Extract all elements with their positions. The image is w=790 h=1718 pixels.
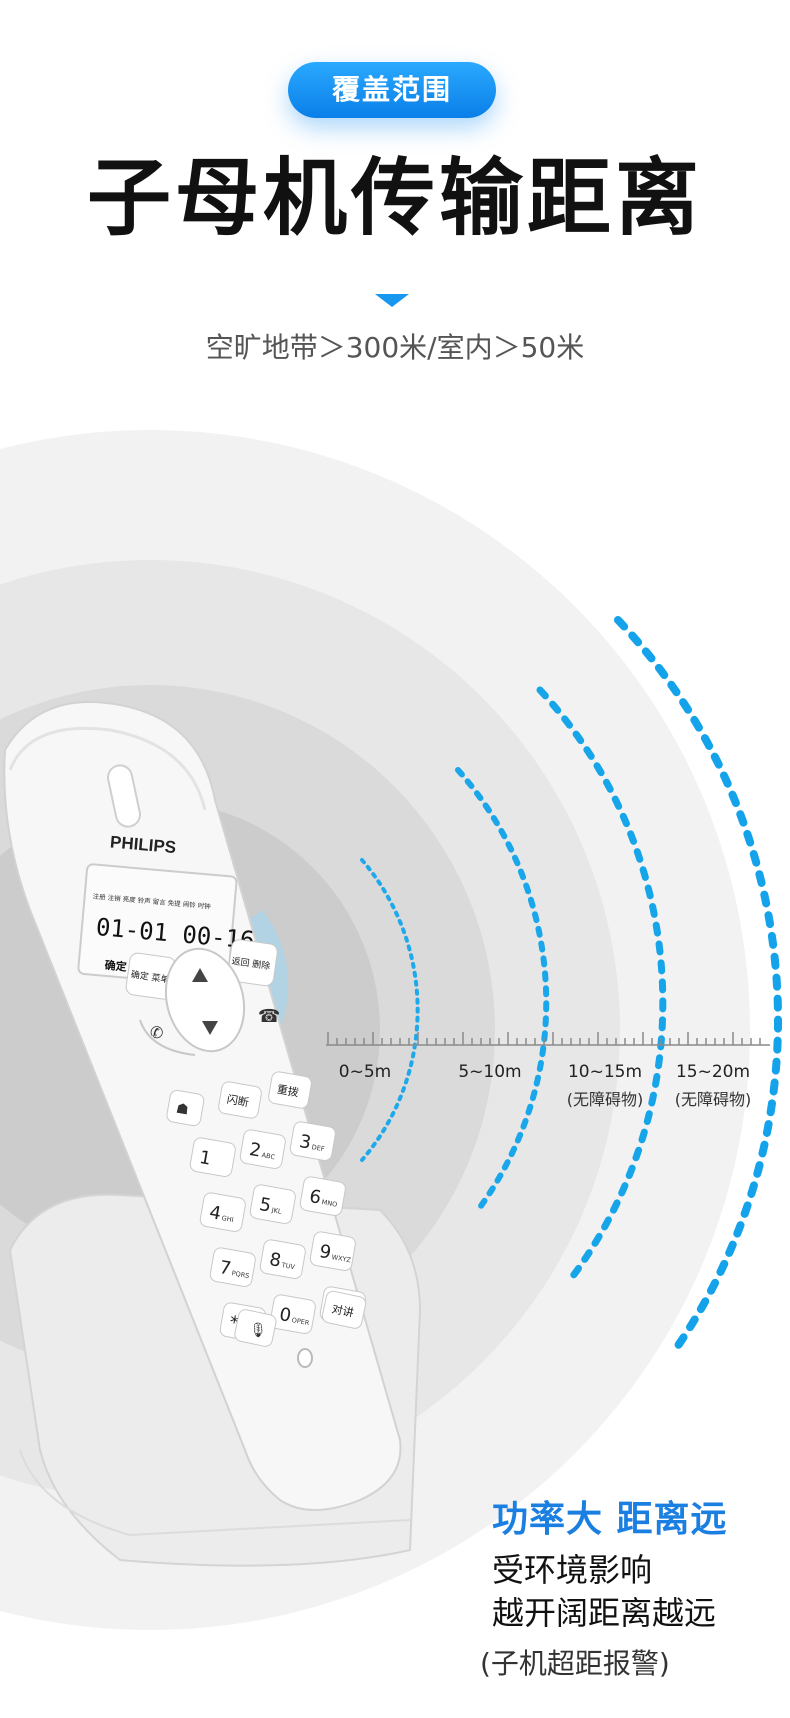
keypad-digit: 1 <box>198 1147 213 1170</box>
hangup-icon: ☎ <box>258 1006 280 1027</box>
keypad-digit: 9 <box>318 1241 333 1264</box>
range-label-15-20: 15~20m (无障碍物) <box>674 1062 752 1109</box>
signal-wave-3 <box>536 686 667 1284</box>
softkey-ok-menu: 确定 菜单 <box>125 952 177 1000</box>
nav-ring <box>164 947 246 1053</box>
keypad-letters: WXYZ <box>331 1253 352 1264</box>
keypad-digit: 7 <box>218 1257 233 1280</box>
key-phonebook: ☗ <box>166 1089 205 1127</box>
coverage-badge: 覆盖范围 <box>288 62 496 118</box>
signal-wave-4 <box>614 616 782 1354</box>
earpiece <box>107 764 141 828</box>
feature-headline: 功率大 距离远 <box>492 1499 728 1540</box>
microphone <box>297 1348 313 1368</box>
keypad-digit: 6 <box>308 1186 323 1209</box>
keypad-letters: TUV <box>280 1261 296 1271</box>
keypad-digit: 4 <box>208 1202 223 1225</box>
softkey-back-delete: 返回 删除 <box>227 939 278 987</box>
keypad-digit: 2 <box>248 1139 263 1162</box>
page-subtitle: 空旷地带＞300米/室内＞50米 <box>205 331 585 364</box>
keypad-letters: PQRS <box>231 1269 250 1280</box>
keypad-key-1: 1 <box>189 1137 236 1177</box>
range-label-10-15: 10~15m (无障碍物) <box>566 1062 644 1109</box>
keypad-letters: ABC <box>261 1151 276 1161</box>
feature-line-2: 越开阔距离越远 <box>492 1594 717 1632</box>
nav-up-icon <box>192 968 208 982</box>
range-label-5-10: 5~10m <box>458 1062 522 1082</box>
nav-down-icon <box>202 1021 218 1035</box>
key-flash: 闪断 <box>218 1081 262 1119</box>
screen-left-softkey: 确定 <box>104 958 127 974</box>
keypad-digit: 8 <box>268 1249 283 1272</box>
range-label-0-5: 0~5m <box>338 1062 392 1082</box>
feature-line-3: (子机超距报警) <box>480 1647 670 1680</box>
keypad-letters: MNO <box>321 1198 338 1209</box>
signal-wave-1 <box>360 858 420 1162</box>
key-mute: 🎙 <box>234 1309 277 1347</box>
key-redial: 重拨 <box>268 1071 312 1109</box>
svg-text:☗: ☗ <box>175 1101 190 1119</box>
feature-line-1: 受环境影响 <box>492 1551 653 1589</box>
keypad-letters: JKL <box>270 1206 282 1216</box>
key-intercom: 对讲 <box>321 1290 367 1329</box>
cordless-phone-illustration: PHILIPS 注册 注销 亮度 铃声 留言 免提 闹铃 时钟 01-01 00… <box>3 701 422 1567</box>
keypad-letters: OPER <box>291 1316 310 1327</box>
keypad-letters: GHI <box>221 1214 234 1224</box>
signal-wave-2 <box>455 767 550 1213</box>
speaker-icon: ✆ <box>150 1023 163 1042</box>
svg-text:对讲: 对讲 <box>331 1301 355 1319</box>
ruler-ticks <box>327 1032 761 1045</box>
keypad-digit: 0 <box>278 1304 293 1327</box>
keypad-digit: 3 <box>298 1131 313 1154</box>
keypad-digit: 5 <box>258 1194 273 1217</box>
svg-text:重拨: 重拨 <box>276 1082 300 1100</box>
page-title: 子母机传输距离 <box>86 149 703 247</box>
svg-text:🎙: 🎙 <box>247 1320 268 1340</box>
svg-text:闪断: 闪断 <box>226 1092 250 1110</box>
keypad-letters: DEF <box>311 1143 325 1153</box>
call-key <box>139 1019 196 1056</box>
triangle-down-icon <box>375 294 409 307</box>
